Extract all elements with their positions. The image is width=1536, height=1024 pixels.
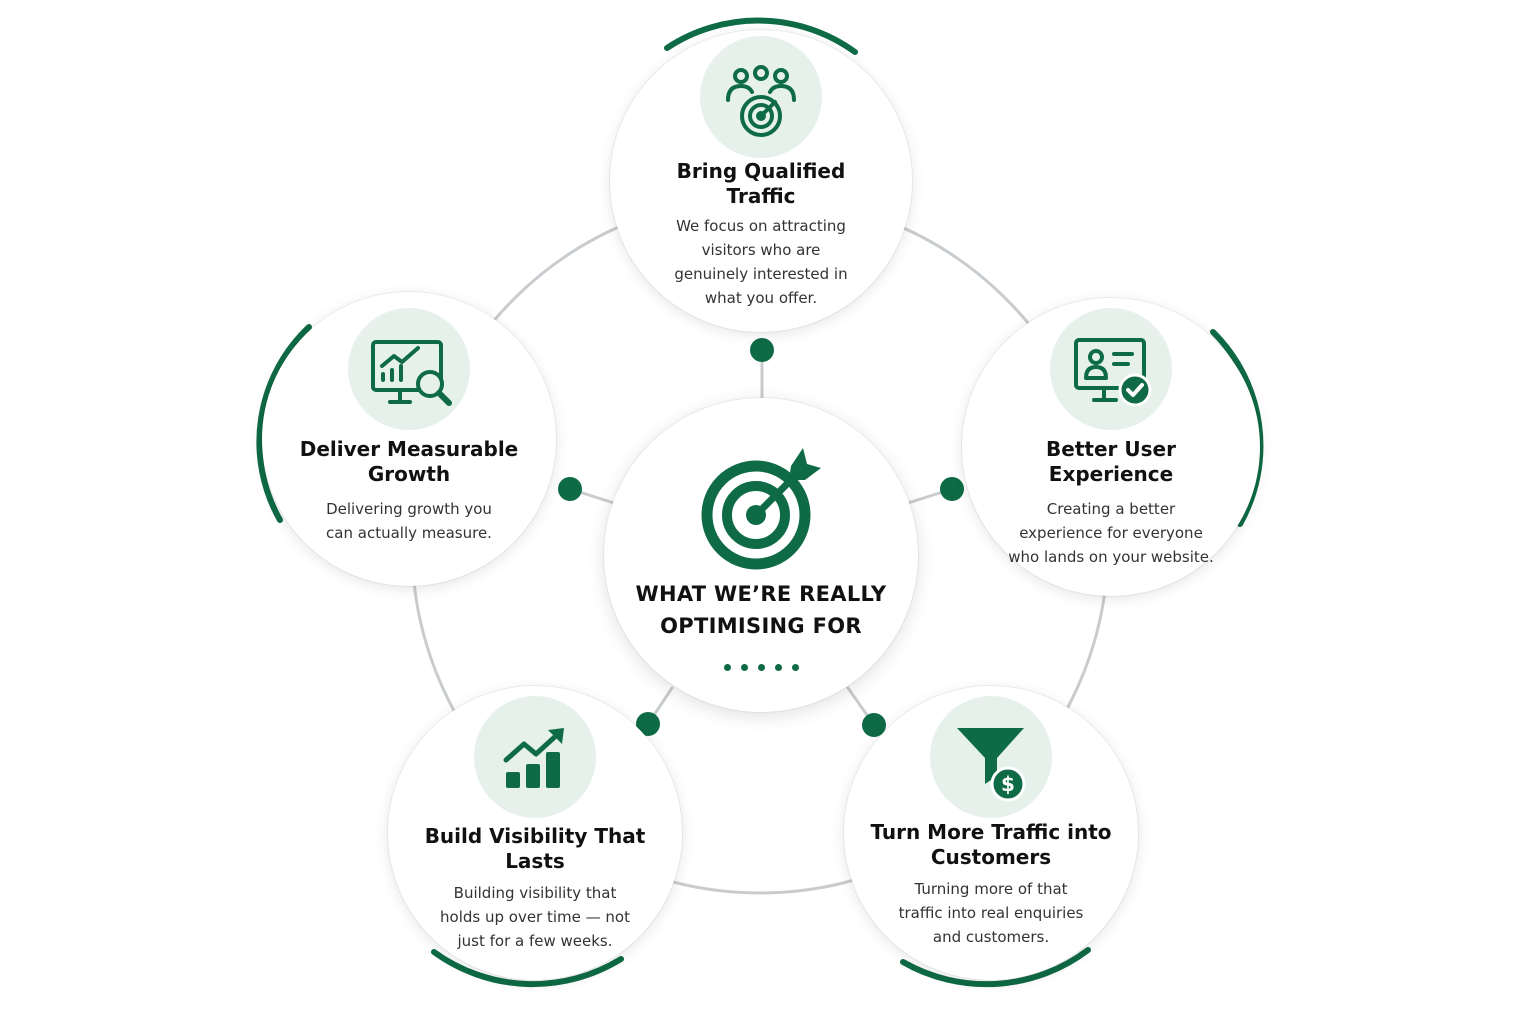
node-title: Better User Experience [1046, 437, 1176, 486]
node-title: Bring Qualified Traffic [676, 159, 846, 208]
growth-bars-arrow-icon [503, 728, 564, 788]
monitor-user-check-icon [1074, 338, 1152, 407]
node-bring-qualified-traffic: Bring Qualified Traffic We focus on attr… [610, 30, 912, 332]
node-description: Building visibility that holds up over t… [440, 884, 630, 950]
icon-background [700, 36, 822, 158]
node-description: Creating a better experience for everyon… [1008, 500, 1214, 566]
accent-arc-bottom-left [431, 949, 624, 988]
accent-arc-bottom-right [900, 947, 1091, 988]
target-arrow-icon [701, 448, 821, 570]
accent-arc-top [664, 17, 858, 55]
node-description: We focus on attracting visitors who are … [674, 217, 848, 307]
junction-dot-right [940, 477, 964, 501]
junction-dot-top [750, 338, 774, 362]
icon-background [474, 696, 596, 818]
icon-background [348, 308, 470, 430]
accent-arc-right [1210, 329, 1264, 527]
node-title: Deliver Measurable Growth [299, 437, 519, 486]
node-title: Turn More Traffic into Customers [870, 820, 1112, 869]
funnel-dollar-icon: $ [957, 728, 1026, 802]
icon-background: $ [930, 696, 1052, 818]
accent-arc-left [256, 324, 312, 523]
junction-dot-left [558, 477, 582, 501]
analytics-magnifier-icon [371, 340, 452, 406]
node-build-visibility-that-lasts: Build Visibility That Lasts Building vis… [388, 686, 682, 980]
node-description: Delivering growth you can actually measu… [326, 500, 492, 542]
audience-target-icon [726, 65, 796, 137]
junction-dot-bottom-right [862, 713, 886, 737]
node-turn-traffic-into-customers: $ Turn More Traffic into Customers Turni… [844, 686, 1138, 980]
icon-background [1050, 308, 1172, 430]
junction-dot-bottom-left [636, 712, 660, 736]
center-node: WHAT WE’RE REALLY OPTIMISING FOR [604, 398, 918, 712]
decorative-dots [604, 656, 918, 675]
svg-text:$: $ [1001, 772, 1015, 796]
node-description: Turning more of that traffic into real e… [898, 880, 1084, 946]
node-deliver-measurable-growth: Deliver Measurable Growth Delivering gro… [262, 292, 556, 586]
accent-arcs [256, 17, 1264, 988]
node-title: Build Visibility That Lasts [424, 824, 646, 873]
center-title: WHAT WE’RE REALLY OPTIMISING FOR [635, 582, 887, 638]
junction-dots [558, 338, 964, 737]
node-better-user-experience: Better User Experience Creating a better… [962, 298, 1260, 596]
